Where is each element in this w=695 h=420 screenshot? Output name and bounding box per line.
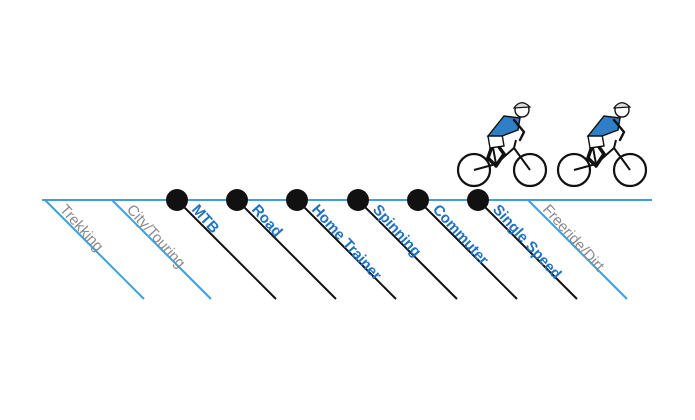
category-branch-line: [477, 199, 578, 300]
category-label: Commuter: [429, 201, 492, 268]
category-dot: [467, 189, 489, 211]
category-branch-line: [527, 199, 628, 300]
category-dot: [166, 189, 188, 211]
category-branch-line: [357, 199, 458, 300]
category-label: Road: [248, 201, 286, 240]
category-branch-line: [417, 199, 518, 300]
cyclists-illustration: [456, 102, 648, 188]
category-label: Trekking: [56, 201, 107, 255]
category-dot: [286, 189, 308, 211]
category-branch-line: [176, 199, 277, 300]
category-7: Single Speed: [467, 189, 578, 300]
category-branch-line: [111, 199, 212, 300]
category-label: City/Touring: [123, 201, 189, 271]
category-dot: [226, 189, 248, 211]
category-dot: [347, 189, 369, 211]
category-label: MTB: [188, 201, 222, 237]
category-dot: [407, 189, 429, 211]
category-branch-line: [236, 199, 337, 300]
mtb-cyclist-icon: [556, 102, 648, 188]
category-branch-line: [44, 199, 145, 300]
category-branch-line: [296, 199, 397, 300]
road-cyclist-icon: [456, 102, 548, 188]
